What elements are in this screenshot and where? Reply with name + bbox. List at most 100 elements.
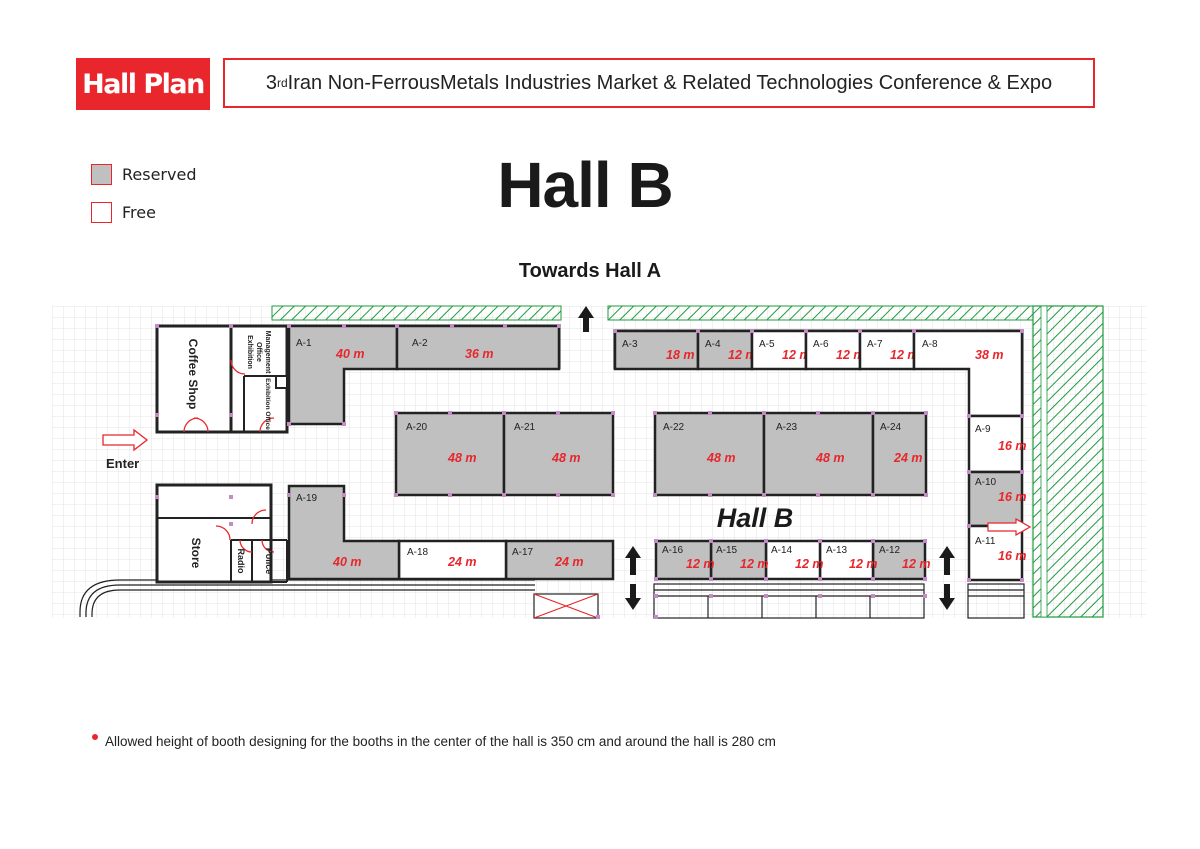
booth-id-label: A-13 [826,545,848,556]
corner-marker [395,324,399,328]
booth-shape[interactable] [287,484,401,581]
booth-size-label: 48 m [815,451,845,465]
corner-marker [858,329,862,333]
booth-shape[interactable] [967,524,1024,582]
booth-a-20[interactable]: A-20 48 m [394,411,506,497]
booth-id-label: A-24 [880,422,902,433]
booth-size-label: 24 m [447,555,477,569]
corner-marker [450,324,454,328]
corner-marker [696,329,700,333]
corner-marker [394,493,398,497]
legend-free: Free [91,202,156,223]
booth-id-label: A-20 [406,422,428,433]
corner-marker [287,422,291,426]
corner-marker [1020,414,1024,418]
corner-marker [653,493,657,497]
legend-reserved: Reserved [91,164,196,185]
note-bullet-icon [92,734,98,740]
corner-marker [503,324,507,328]
booth-size-label: 36 m [465,347,494,361]
booth-id-label: A-11 [975,536,996,547]
booth-shape[interactable] [764,539,822,581]
booth-id-label: A-21 [514,422,536,433]
management-office-label-3: Exhibition [246,335,253,369]
corner-marker [1020,470,1024,474]
booth-shape[interactable] [654,539,713,581]
up-down-arrow-right-icon [939,546,955,610]
booth-a-7[interactable]: A-712 m [858,329,919,371]
booth-shape[interactable] [967,470,1024,528]
corner-marker [750,329,754,333]
booth-id-label: A-19 [296,493,318,504]
booth-id-label: A-22 [663,422,685,433]
management-office-label-1: Management [264,331,271,374]
corner-marker [654,539,658,543]
booth-shape[interactable] [818,539,875,581]
corner-marker [764,577,768,581]
booth-size-label: 48 m [447,451,477,465]
corner-marker [816,411,820,415]
booth-shape[interactable] [394,411,506,497]
corner-marker [155,495,159,499]
booth-id-label: A-2 [412,338,428,349]
booth-a-2[interactable]: A-2 36 m [395,324,561,371]
booth-a-24[interactable]: A-24 24 m [871,411,928,497]
bottom-platform [533,583,1025,619]
booth-a-5[interactable]: A-512 m [750,329,811,371]
corner-marker [342,493,346,497]
booth-id-label: A-6 [813,339,829,350]
booth-a-6[interactable]: A-6 12 m [804,329,865,371]
booth-size-label: 38 m [975,348,1004,362]
booth-size-label: 12 m [849,557,878,571]
corner-marker [556,411,560,415]
page-title: Hall B [497,149,673,221]
booth-a-9[interactable]: A-916 m [967,414,1027,474]
corner-marker [816,493,820,497]
booth-shape[interactable] [395,324,561,371]
booth-id-label: A-9 [975,424,991,435]
booth-shape[interactable] [397,539,508,581]
corner-marker [871,577,875,581]
booth-size-label: 12 m [902,557,931,571]
corner-marker [654,615,658,619]
booth-size-label: 18 m [666,348,695,362]
corner-marker [155,324,159,328]
booth-id-label: A-7 [867,339,883,350]
note-text: Allowed height of booth designing for th… [105,734,776,749]
booth-a-4[interactable]: A-412 m [696,329,757,371]
booth-a-3[interactable]: A-318 m [613,329,700,371]
booth-size-label: 24 m [893,451,923,465]
corner-marker [611,411,615,415]
booths-layer: A-140 mA-236 mA-318 mA-412 mA-512 mA-612… [287,324,1027,582]
booth-id-label: A-14 [771,545,793,556]
hall-b-map-label: Hall B [717,503,794,533]
booth-id-label: A-10 [975,477,997,488]
corner-marker [709,577,713,581]
radio-label: Radio [236,548,246,574]
booth-shape[interactable] [696,329,754,371]
booth-id-label: A-4 [705,339,721,350]
corner-marker [818,539,822,543]
booth-size-label: 12 m [836,348,865,362]
corner-marker [229,324,233,328]
booth-shape[interactable] [871,411,928,497]
booth-shape[interactable] [750,329,808,371]
corner-marker [762,493,766,497]
corner-marker [818,594,822,598]
legend-free-label: Free [122,203,156,222]
corner-marker [764,594,768,598]
booth-id-label: A-12 [879,545,901,556]
